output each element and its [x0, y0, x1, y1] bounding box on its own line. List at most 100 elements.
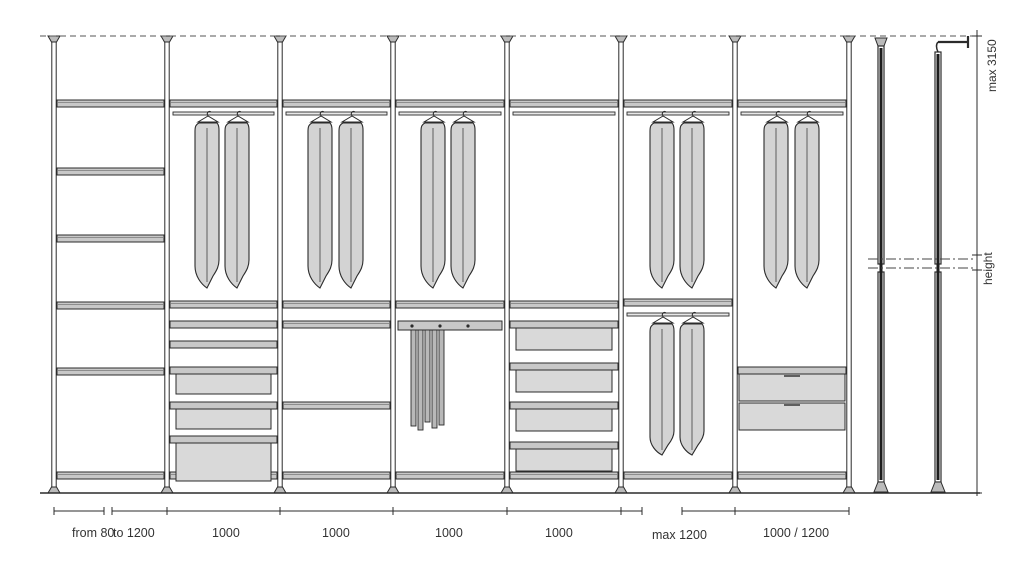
upright-pole — [842, 35, 856, 494]
shelf — [623, 298, 733, 307]
drawers — [169, 320, 847, 482]
upright-poles — [47, 35, 856, 494]
hanging-garment-icon — [794, 110, 820, 289]
shelf — [282, 471, 391, 480]
shelf-board — [282, 300, 391, 309]
shelf-board — [737, 99, 847, 108]
drawer-box — [175, 373, 272, 395]
drawer-icon — [509, 362, 619, 393]
dim-label-1000-b: 1000 — [322, 526, 350, 540]
trouser-rack-knob — [410, 324, 414, 328]
hanging-garment-icon — [649, 110, 675, 289]
shelf — [623, 471, 733, 480]
shelf-board — [737, 471, 847, 480]
shelf — [282, 99, 391, 108]
pole-shaft — [51, 39, 57, 490]
pole-shaft — [390, 39, 396, 490]
drawer-icon — [169, 435, 278, 482]
dimension-lines — [40, 30, 982, 515]
drawer-box — [515, 327, 613, 351]
pole-top-cap — [842, 35, 856, 43]
shelf — [56, 167, 165, 176]
shelf — [509, 99, 619, 108]
shelf-board — [509, 300, 619, 309]
shelf — [282, 401, 391, 410]
bottom-dimension-labels: from 80 to 1200 1000 1000 1000 1000 max … — [72, 526, 829, 542]
drawer-icon — [509, 320, 619, 351]
hanging-rail — [398, 111, 502, 116]
hanging-garment-icon — [679, 311, 705, 456]
trouser-bar — [438, 329, 445, 426]
hanging-garment-icon — [307, 110, 333, 289]
shelf-board — [395, 471, 505, 480]
hanging-rail — [626, 111, 730, 116]
drawer-icon — [169, 340, 278, 349]
upright-pole — [728, 35, 742, 494]
dim-label-1000-a: 1000 — [212, 526, 240, 540]
shelf — [56, 99, 165, 108]
hanging-rail — [512, 111, 616, 116]
drawer-box — [515, 369, 613, 393]
side-pole-foot — [873, 481, 889, 493]
shelf — [282, 300, 391, 309]
dim-label-to-1200: to 1200 — [113, 526, 155, 540]
shelf-board — [282, 401, 391, 410]
pole-foot — [614, 486, 628, 494]
pole-shaft — [277, 39, 283, 490]
drawer-rim — [509, 441, 619, 450]
shelf-board — [623, 298, 733, 307]
drawer-rim — [509, 320, 619, 329]
trouser-bar — [424, 329, 431, 423]
drawer-rim — [169, 366, 278, 375]
pole-foot — [273, 486, 287, 494]
pole-top-cap — [614, 35, 628, 43]
dim-label-1000-d: 1000 — [545, 526, 573, 540]
wall-bracket-pole-icon — [930, 36, 970, 493]
trouser-bar — [431, 329, 438, 429]
shelf-board — [56, 167, 165, 176]
shelf — [282, 320, 391, 329]
pole-top-cap — [500, 35, 514, 43]
shelf-board — [623, 471, 733, 480]
pole-foot — [386, 486, 400, 494]
drawer-rim — [169, 435, 278, 444]
drawer-unit-top — [737, 366, 847, 375]
drawer-icon — [509, 441, 619, 472]
shelf-board — [282, 320, 391, 329]
drawer-front — [738, 402, 846, 431]
hanging-rail — [626, 312, 730, 317]
shelf — [169, 300, 278, 309]
drawer-icon — [169, 320, 278, 329]
pole-top-cap — [386, 35, 400, 43]
hanging-garment-icon — [420, 110, 446, 289]
pole-foot — [842, 486, 856, 494]
dim-label-max-1200: max 1200 — [652, 528, 707, 542]
max-height-label: max 3150 — [985, 39, 999, 92]
side-pole-top — [874, 37, 888, 47]
upright-pole — [614, 35, 628, 494]
upright-pole — [47, 35, 61, 494]
height-dimension-line — [972, 30, 982, 496]
pole-top-cap — [47, 35, 61, 43]
pole-top-cap — [728, 35, 742, 43]
width-dimension-line — [53, 507, 850, 515]
shelf — [56, 367, 165, 376]
hanging-garment-icon — [194, 110, 220, 289]
trouser-rack-frame — [397, 320, 503, 331]
drawer-icon — [509, 401, 619, 432]
hanging-garment-icon — [450, 110, 476, 289]
shelf-board — [56, 471, 165, 480]
shelf — [737, 99, 847, 108]
hanging-garment-icon — [224, 110, 250, 289]
pole-shaft — [618, 39, 624, 490]
shelf-board — [395, 99, 505, 108]
drawer-rim — [509, 401, 619, 410]
pole-shaft — [164, 39, 170, 490]
pole-shaft — [504, 39, 510, 490]
pole-shaft — [732, 39, 738, 490]
drawer-box — [515, 448, 613, 472]
shelf-board — [56, 367, 165, 376]
drawer-rim — [169, 401, 278, 410]
